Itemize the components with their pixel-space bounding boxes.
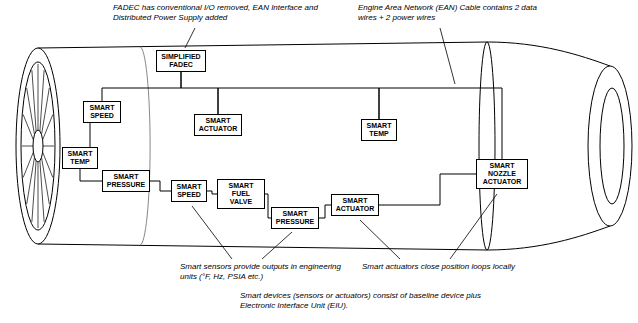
device-label: SMART PRESSURE xyxy=(275,210,315,226)
nozzle-flange xyxy=(479,42,495,250)
leader-line xyxy=(185,28,195,48)
device-label: SMART ACTUATOR xyxy=(198,117,238,133)
smart-device-box: SMART TEMP xyxy=(361,119,397,141)
smart-device-box: SMART TEMP xyxy=(62,147,98,169)
network-cable xyxy=(102,72,181,101)
annotation-note: Smart sensors provide outputs in enginee… xyxy=(180,262,350,282)
device-label: SMART NOZZLE ACTUATOR xyxy=(480,162,524,186)
smart-device-box: SMART SPEED xyxy=(83,101,121,123)
network-cable xyxy=(379,174,476,205)
network-cable xyxy=(218,88,379,119)
leader-line xyxy=(360,220,400,259)
smart-device-box: SMART PRESSURE xyxy=(102,170,150,192)
fan-blades xyxy=(22,64,54,228)
nozzle-bottom xyxy=(487,226,610,250)
device-label: SMART SPEED xyxy=(175,183,203,199)
nozzle-inner xyxy=(600,88,624,204)
leader-lines xyxy=(185,28,497,259)
smart-device-box: SMART NOZZLE ACTUATOR xyxy=(476,159,528,189)
network-cable xyxy=(80,169,102,181)
casing-joint xyxy=(140,47,150,245)
annotation-note: Smart devices (sensors or actuators) con… xyxy=(240,291,510,311)
network-cable xyxy=(90,123,91,147)
casing-top xyxy=(38,42,487,48)
device-label: SMART PRESSURE xyxy=(106,173,146,189)
leader-line xyxy=(192,206,232,259)
nozzle-exit xyxy=(588,66,632,226)
smart-device-box: SMART SPEED xyxy=(171,180,207,202)
leader-line xyxy=(440,28,455,84)
network-cable xyxy=(150,181,171,191)
smart-device-box: SMART FUEL VALVE xyxy=(217,179,265,209)
leader-line xyxy=(450,194,497,259)
device-label: SMART TEMP xyxy=(365,122,393,138)
device-label: SIMPLIFIED FADEC xyxy=(160,53,202,69)
leader-line xyxy=(262,232,292,259)
engine-body xyxy=(16,42,632,250)
nozzle-top xyxy=(487,42,610,66)
device-label: SMART SPEED xyxy=(87,104,117,120)
casing-bottom xyxy=(38,244,487,250)
smart-device-box: SMART PRESSURE xyxy=(271,207,319,229)
network-cable xyxy=(379,88,502,159)
fan-ring xyxy=(21,62,55,230)
annotation-note: Engine Area Network (EAN) Cable contains… xyxy=(358,3,543,23)
annotation-note: Smart actuators close position loops loc… xyxy=(362,262,562,272)
spinner xyxy=(33,130,43,162)
smart-device-box: SMART ACTUATOR xyxy=(331,194,379,216)
device-label: SMART FUEL VALVE xyxy=(221,182,261,206)
device-label: SMART TEMP xyxy=(66,150,94,166)
network-cable xyxy=(181,72,218,114)
smart-device-box: SMART ACTUATOR xyxy=(194,114,242,136)
network-cable xyxy=(319,205,331,218)
network-cable xyxy=(207,191,217,194)
controller-box: SIMPLIFIED FADEC xyxy=(156,50,206,72)
fan-inlet xyxy=(16,48,60,244)
annotation-note: FADEC has conventional I/O removed, EAN … xyxy=(113,3,325,23)
device-label: SMART ACTUATOR xyxy=(335,197,375,213)
